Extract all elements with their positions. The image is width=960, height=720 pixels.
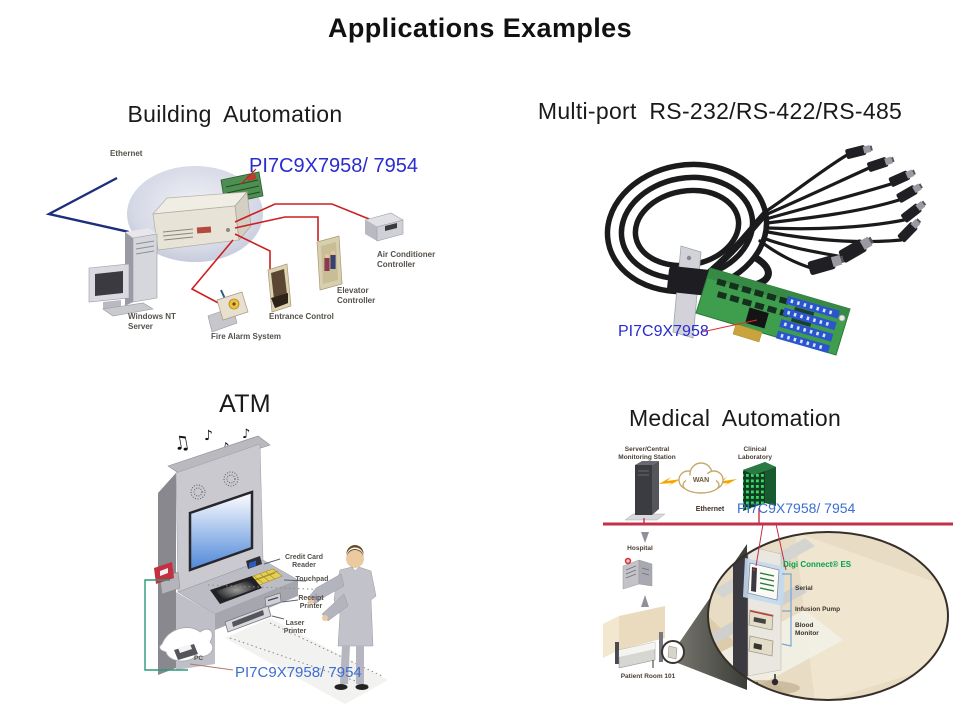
building-fire-alarm-label: Fire Alarm System	[211, 332, 281, 341]
part-callout-line	[701, 319, 758, 333]
medical-diagram: Server/Central Monitoring Station Clinic…	[595, 440, 960, 708]
building-part-label: PI7C9X7958/ 7954	[249, 155, 419, 177]
hospital-building	[622, 557, 653, 590]
building-entrance-label: Entrance Control	[269, 312, 334, 321]
vhdci-connector	[667, 266, 715, 297]
medical-blood-label: Blood Monitor	[795, 622, 819, 637]
medical-infusion-label: Infusion Pump	[795, 606, 841, 613]
building-air-conditioner-label: Air Conditioner Controller	[377, 250, 436, 269]
atm-credit-card-label: Credit Card Reader	[284, 554, 324, 570]
dip-switches	[775, 296, 840, 354]
receipt-slot	[264, 592, 282, 608]
atm-screen	[188, 490, 254, 572]
part-drop-lines	[755, 523, 787, 571]
svg-text:♫: ♫	[171, 431, 192, 456]
flow-arrow-down	[641, 532, 649, 543]
medical-part-label: PI7C9X7958/ 7954	[737, 500, 856, 516]
clinical-lab-building	[743, 462, 776, 524]
perspective-dotted-lines	[207, 584, 383, 687]
multiport-heading: Multi-port RS-232/RS-422/RS-485	[537, 98, 903, 124]
atm-part-label: PI7C9X7958/ 7954	[235, 664, 362, 681]
atm-laser-label: Laser Printer	[283, 620, 307, 636]
pcie-edge	[732, 323, 763, 343]
laser-printer-slot	[224, 605, 272, 633]
card-reader-device	[154, 562, 181, 595]
digi-connect-device	[743, 558, 785, 606]
part-callout-line	[189, 663, 234, 671]
atm-receipt-label: Receipt Printer	[298, 595, 324, 611]
printout	[159, 627, 214, 662]
medical-serial-label: Serial	[795, 585, 813, 592]
monitoring-server	[624, 461, 666, 524]
medical-diagram-art	[603, 461, 953, 701]
patient-room	[603, 606, 665, 669]
medical-ethernet-label: Ethernet	[695, 506, 725, 513]
wan-bolt-left	[659, 477, 681, 486]
fire-alarm-device	[207, 289, 249, 333]
infusion-pump-device	[748, 609, 774, 631]
medical-patient-room-label: Patient Room 101	[620, 673, 676, 680]
speaker-grilles	[190, 471, 239, 500]
building-heading: Building Automation	[127, 101, 343, 127]
elevator-door	[316, 235, 343, 291]
building-elevator-label: Elevator Controller	[337, 286, 376, 305]
building-diagram: Ethernet PI7C9X7958/ 7954 Windows NT Ser…	[25, 140, 465, 365]
building-diagram-art	[45, 166, 404, 333]
pi7c9x7958-chip	[745, 307, 769, 329]
windows-nt-server	[88, 228, 158, 317]
gateway-device	[152, 171, 264, 251]
svg-text:♪: ♪	[242, 427, 250, 442]
serial-wires	[190, 203, 375, 307]
atm-pc-label: PC	[194, 655, 204, 662]
svg-text:♪: ♪	[204, 428, 213, 444]
wan-cloud	[678, 462, 724, 494]
atm-illustration: ♫ ♪ ♪ ♪ ♪ ♫	[130, 418, 465, 713]
uart-components	[716, 278, 815, 327]
cable-fan	[758, 153, 906, 270]
medical-heading: Medical Automation	[628, 405, 842, 431]
device-bracket-lines	[781, 573, 792, 647]
zoom-circle-content	[708, 532, 948, 700]
medical-server-station-label: Server/Central Monitoring Station	[618, 446, 676, 461]
medical-digi-label: Digi Connect® ES	[783, 560, 852, 569]
flow-arrow-up	[641, 595, 649, 607]
atm-touchpad-label: Touchpad	[295, 576, 329, 583]
zoom-circle	[707, 531, 949, 701]
leader-lines	[263, 558, 307, 620]
part-callout-line	[240, 168, 257, 185]
atm-heading: ATM	[219, 390, 271, 418]
multiport-photo: PI7C9X7958	[560, 140, 955, 385]
multiport-part-label: PI7C9X7958	[618, 323, 709, 340]
serial-card	[667, 245, 851, 356]
medical-hospital-label: Hospital	[627, 545, 653, 552]
medical-wan-label: WAN	[692, 477, 710, 484]
person	[307, 544, 377, 690]
medical-clinical-label: Clinical Laboratory	[738, 446, 772, 461]
building-server-label: Windows NT Server	[128, 312, 176, 331]
ethernet-line	[45, 176, 130, 234]
multiport-photo-art	[604, 143, 928, 356]
entrance-door	[267, 263, 292, 313]
air-conditioner-device	[364, 212, 404, 242]
blood-monitor-device	[748, 635, 774, 657]
pc-link-line	[144, 579, 188, 671]
atm-illustration-art: ♫ ♪ ♪ ♪ ♪ ♫	[144, 427, 388, 704]
slide-title: Applications Examples	[328, 13, 632, 43]
building-ethernet-label: Ethernet	[110, 149, 143, 158]
